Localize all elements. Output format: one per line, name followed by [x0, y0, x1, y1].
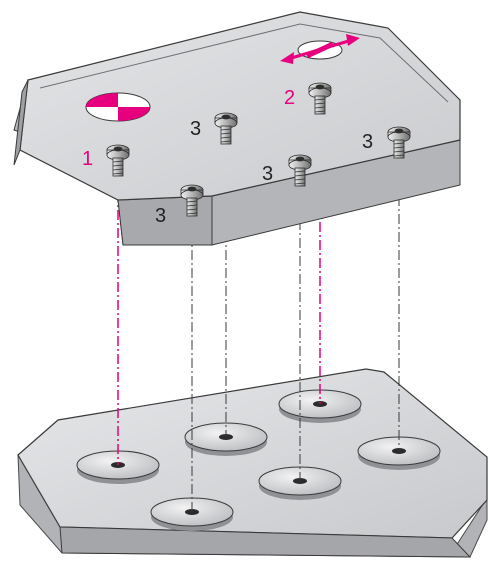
screw-3: [180, 184, 204, 217]
bottom-plate-front-bevel: [59, 526, 472, 558]
label-screw-3: 3: [262, 163, 273, 185]
top-plate-face: [19, 11, 461, 201]
label-step-1: 1: [82, 148, 93, 170]
screw-1: [106, 144, 130, 177]
washers: [76, 389, 441, 531]
label-screw-3: 3: [155, 205, 166, 227]
top-plate-left-bevel: [13, 79, 29, 166]
top-plate-bevel-edge: [39, 23, 449, 103]
screw-3: [214, 112, 238, 145]
reference-marker-1: [85, 92, 151, 122]
bottom-plate: [17, 368, 488, 558]
washer-2: [184, 422, 268, 456]
label-step-2: 2: [284, 87, 295, 109]
top-plate: [13, 11, 461, 246]
label-screw-3: 3: [190, 118, 201, 140]
washer-1: [76, 450, 160, 484]
labels: 1 2 3 3 3 3: [82, 87, 373, 227]
label-screw-3: 3: [362, 131, 373, 153]
washer-3: [278, 389, 362, 423]
washer-5: [258, 466, 342, 500]
screws: [106, 82, 411, 217]
screw-3: [387, 126, 411, 159]
screw-3: [288, 154, 312, 187]
adjust-arrow-icon: [280, 34, 360, 64]
screw-2: [308, 82, 332, 115]
washer-4: [357, 436, 441, 470]
